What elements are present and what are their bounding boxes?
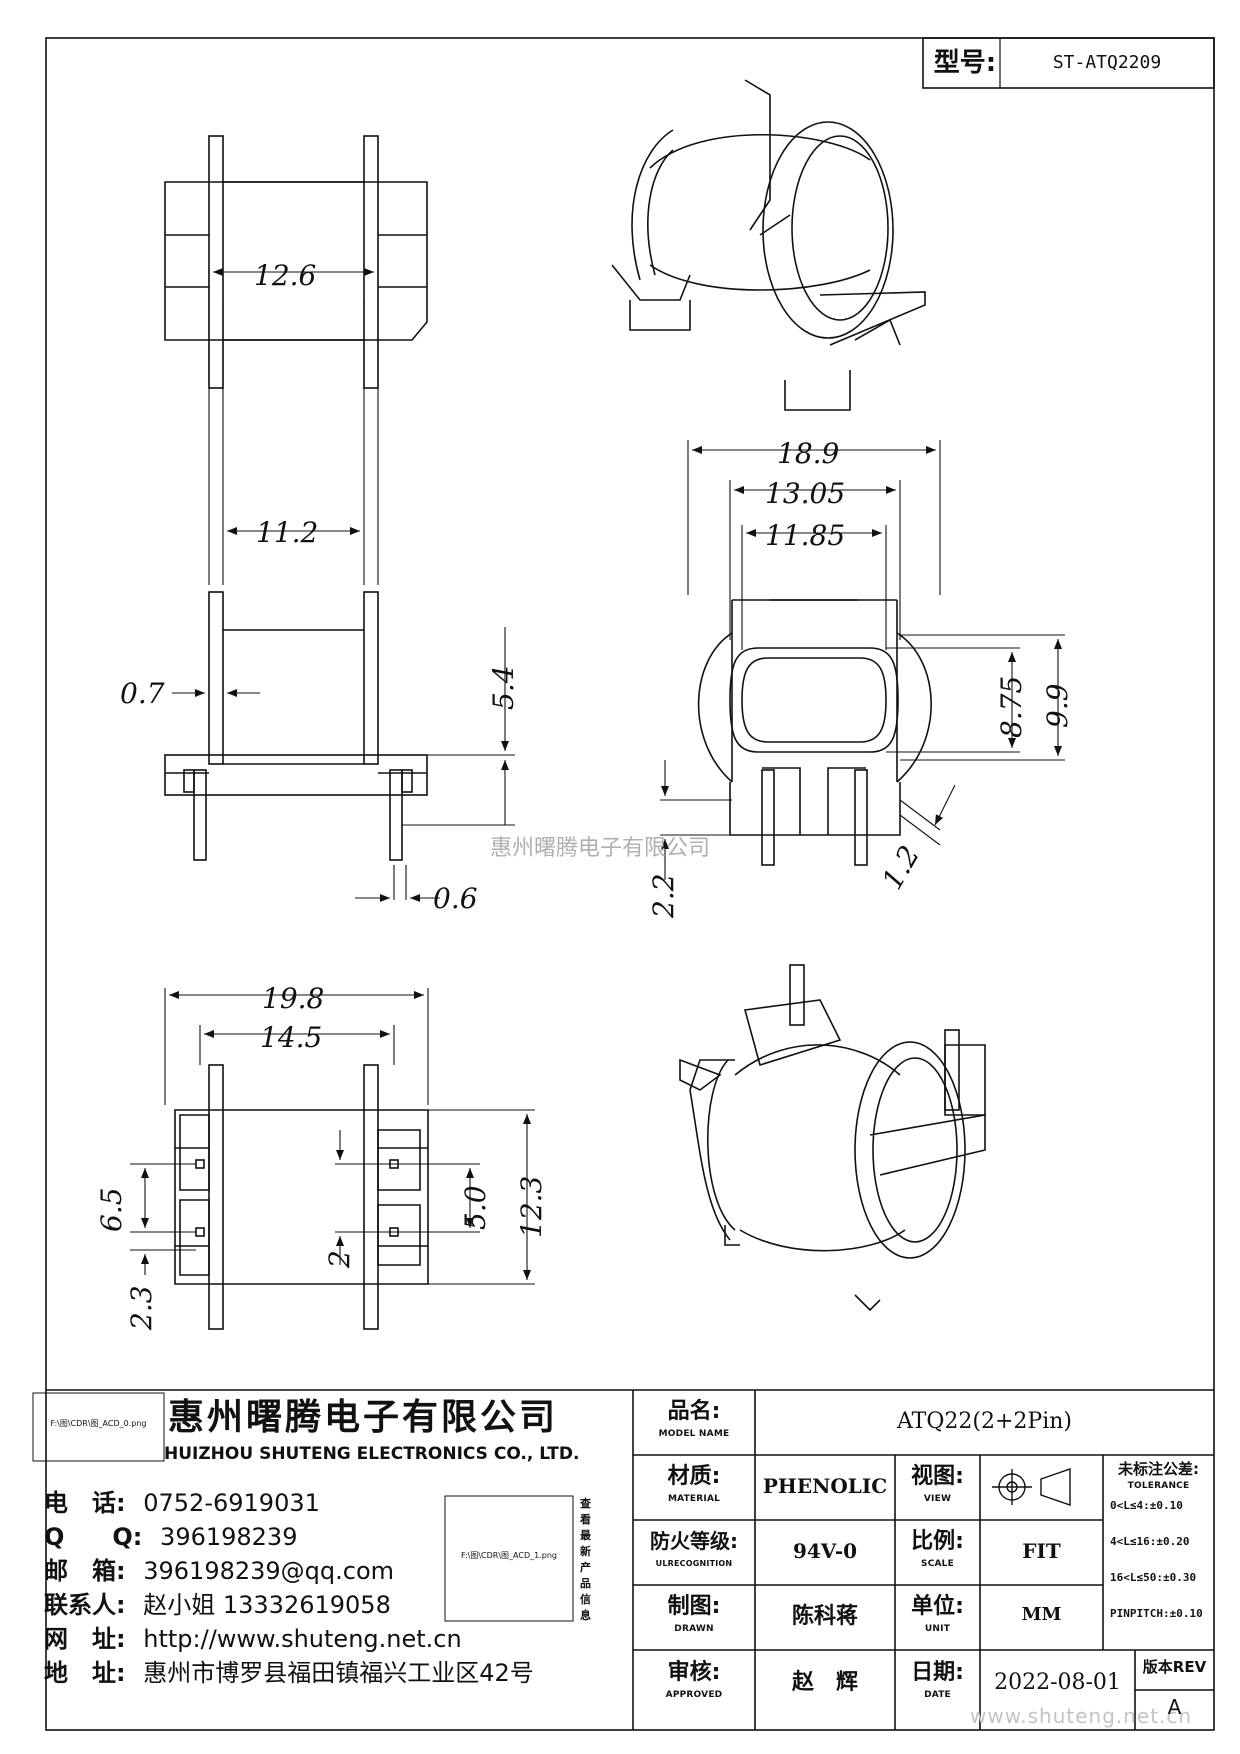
model-label: 型号:: [933, 48, 997, 78]
contact-value: 惠州市博罗县福田镇福兴工业区42号: [143, 1659, 534, 1687]
flame-sub: ULRECOGNITION: [655, 1559, 733, 1568]
tolerance-row: PINPITCH:±0.10: [1110, 1607, 1203, 1620]
date-sub: DATE: [924, 1690, 951, 1700]
center-watermark: 惠州曙腾电子有限公司: [490, 836, 711, 861]
tolerance-row: 0<L≤4:±0.10: [1110, 1499, 1183, 1512]
dim-bottom-width-outer: 19.8: [262, 982, 325, 1015]
drawn-value: 陈科蒋: [791, 1604, 858, 1629]
side-view: [164, 591, 428, 861]
drawn-label: 制图:: [667, 1594, 721, 1619]
material-sub: MATERIAL: [667, 1494, 721, 1504]
company-name-en: HUIZHOU SHUTENG ELECTRONICS CO., LTD.: [164, 1444, 580, 1464]
side-view-dimension-lines: [172, 265, 515, 902]
tolerance-sub: TOLERANCE: [1127, 1481, 1190, 1491]
dim-pin-offset-left: 2.3: [125, 1285, 158, 1330]
projection-symbol-icon: [992, 1468, 1071, 1506]
dim-window-height-inner: 8.75: [995, 675, 1028, 738]
contact-label: Q Q:: [44, 1523, 143, 1551]
dim-window-height-outer: 9.9: [1041, 683, 1074, 728]
dim-pin-spacing-right: 5.0: [459, 1185, 492, 1230]
approved-value: 赵 辉: [791, 1670, 858, 1695]
dim-side-width-inner: 11.2: [256, 516, 319, 549]
contact-label: 邮 箱:: [44, 1557, 126, 1585]
footer-watermark: www.shuteng.net.cn: [970, 1704, 1193, 1728]
tolerance-row: 4<L≤16:±0.20: [1110, 1535, 1190, 1548]
contact-row-address: 地 址: 惠州市博罗县福田镇福兴工业区42号: [44, 1661, 534, 1685]
contact-row-qq: Q Q: 396198239: [44, 1525, 297, 1549]
logo-placeholder: F:\图\CDR\图_ACD_0.png: [50, 1419, 147, 1428]
unit-label: 单位:: [911, 1594, 964, 1619]
unit-value: MM: [1021, 1604, 1062, 1625]
front-view-dimension-lines: [660, 440, 1065, 880]
contact-value: 396198239@qq.com: [143, 1557, 395, 1585]
rev-label: 版本REV: [1142, 1658, 1207, 1676]
bottom-view: [174, 1064, 429, 1330]
model-value: ST-ATQ2209: [1052, 52, 1162, 73]
drawing-frame: [45, 37, 1215, 1731]
dim-front-width-mid: 13.05: [765, 477, 846, 510]
tolerance-row: 16<L≤50:±0.30: [1110, 1571, 1197, 1584]
dim-pin-height: 5.4: [487, 665, 520, 710]
top-view: [164, 135, 428, 389]
model-header-box: [922, 37, 1215, 89]
title-block-lines: [46, 1389, 1214, 1730]
view-label: 视图:: [911, 1464, 964, 1489]
dim-bottom-width-inner: 14.5: [260, 1021, 323, 1054]
tolerance-label: 未标注公差:: [1118, 1460, 1199, 1478]
scale-sub: SCALE: [921, 1559, 954, 1569]
flame-label: 防火等级:: [650, 1529, 738, 1553]
contact-label: 地 址:: [44, 1659, 126, 1687]
material-value: PHENOLIC: [762, 1474, 888, 1498]
contact-label: 联系人:: [44, 1591, 126, 1619]
contact-label: 网 址:: [44, 1625, 126, 1653]
contact-row-person: 联系人: 赵小姐 13332619058: [44, 1593, 391, 1617]
model-name-value: ATQ22(2+2Pin): [897, 1409, 1072, 1434]
dim-base-offset: 2.2: [647, 873, 680, 918]
dim-front-width-outer: 18.9: [777, 437, 840, 470]
approved-sub: APPROVED: [665, 1690, 723, 1700]
dim-pin-offset-right: 2: [323, 1250, 356, 1268]
contact-label: 电 话:: [44, 1489, 126, 1517]
material-label: 材质:: [667, 1464, 721, 1489]
date-value: 2022-08-01: [994, 1670, 1121, 1695]
unit-sub: UNIT: [924, 1624, 951, 1634]
dim-flange-thickness: 0.7: [120, 677, 165, 710]
isometric-view-top: [611, 79, 926, 411]
scale-value: FIT: [1022, 1539, 1061, 1563]
qr-placeholder: F:\图\CDR\图_ACD_1.png: [460, 1551, 557, 1560]
date-label: 日期:: [911, 1660, 964, 1685]
contact-value: 0752-6919031: [143, 1489, 320, 1517]
dim-pin-width: 0.6: [433, 882, 478, 915]
approved-label: 审核:: [667, 1660, 721, 1685]
flame-value: 94V-0: [792, 1539, 858, 1563]
contact-row-website: 网 址: http://www.shuteng.net.cn: [44, 1627, 462, 1651]
dim-side-width-outer: 12.6: [254, 259, 317, 292]
contact-row-email: 邮 箱: 396198239@qq.com: [44, 1559, 394, 1583]
model-name-label: 品名:: [667, 1399, 721, 1424]
company-name-cn: 惠州曙腾电子有限公司: [168, 1397, 559, 1438]
scale-label: 比例:: [911, 1529, 964, 1554]
contact-row-phone: 电 话: 0752-6919031: [44, 1491, 320, 1515]
dim-pin-spacing-left: 6.5: [95, 1187, 128, 1232]
contact-value: 396198239: [160, 1523, 298, 1551]
qr-caption: 查看最新产品信息: [580, 1497, 591, 1622]
isometric-view-bottom: [679, 964, 986, 1312]
bottom-view-dimension-lines: [130, 988, 535, 1285]
drawn-sub: DRAWN: [674, 1624, 714, 1634]
view-sub: VIEW: [923, 1494, 952, 1504]
model-name-sub: MODEL NAME: [658, 1429, 730, 1439]
contact-value: 赵小姐 13332619058: [143, 1591, 391, 1619]
front-view: [697, 599, 932, 866]
dim-bottom-height: 12.3: [515, 1175, 548, 1238]
rev-value: A: [1167, 1695, 1182, 1719]
website-link[interactable]: http://www.shuteng.net.cn: [143, 1625, 462, 1653]
dim-front-width-inner: 11.85: [765, 519, 846, 552]
company-placeholders: [32, 1392, 574, 1622]
